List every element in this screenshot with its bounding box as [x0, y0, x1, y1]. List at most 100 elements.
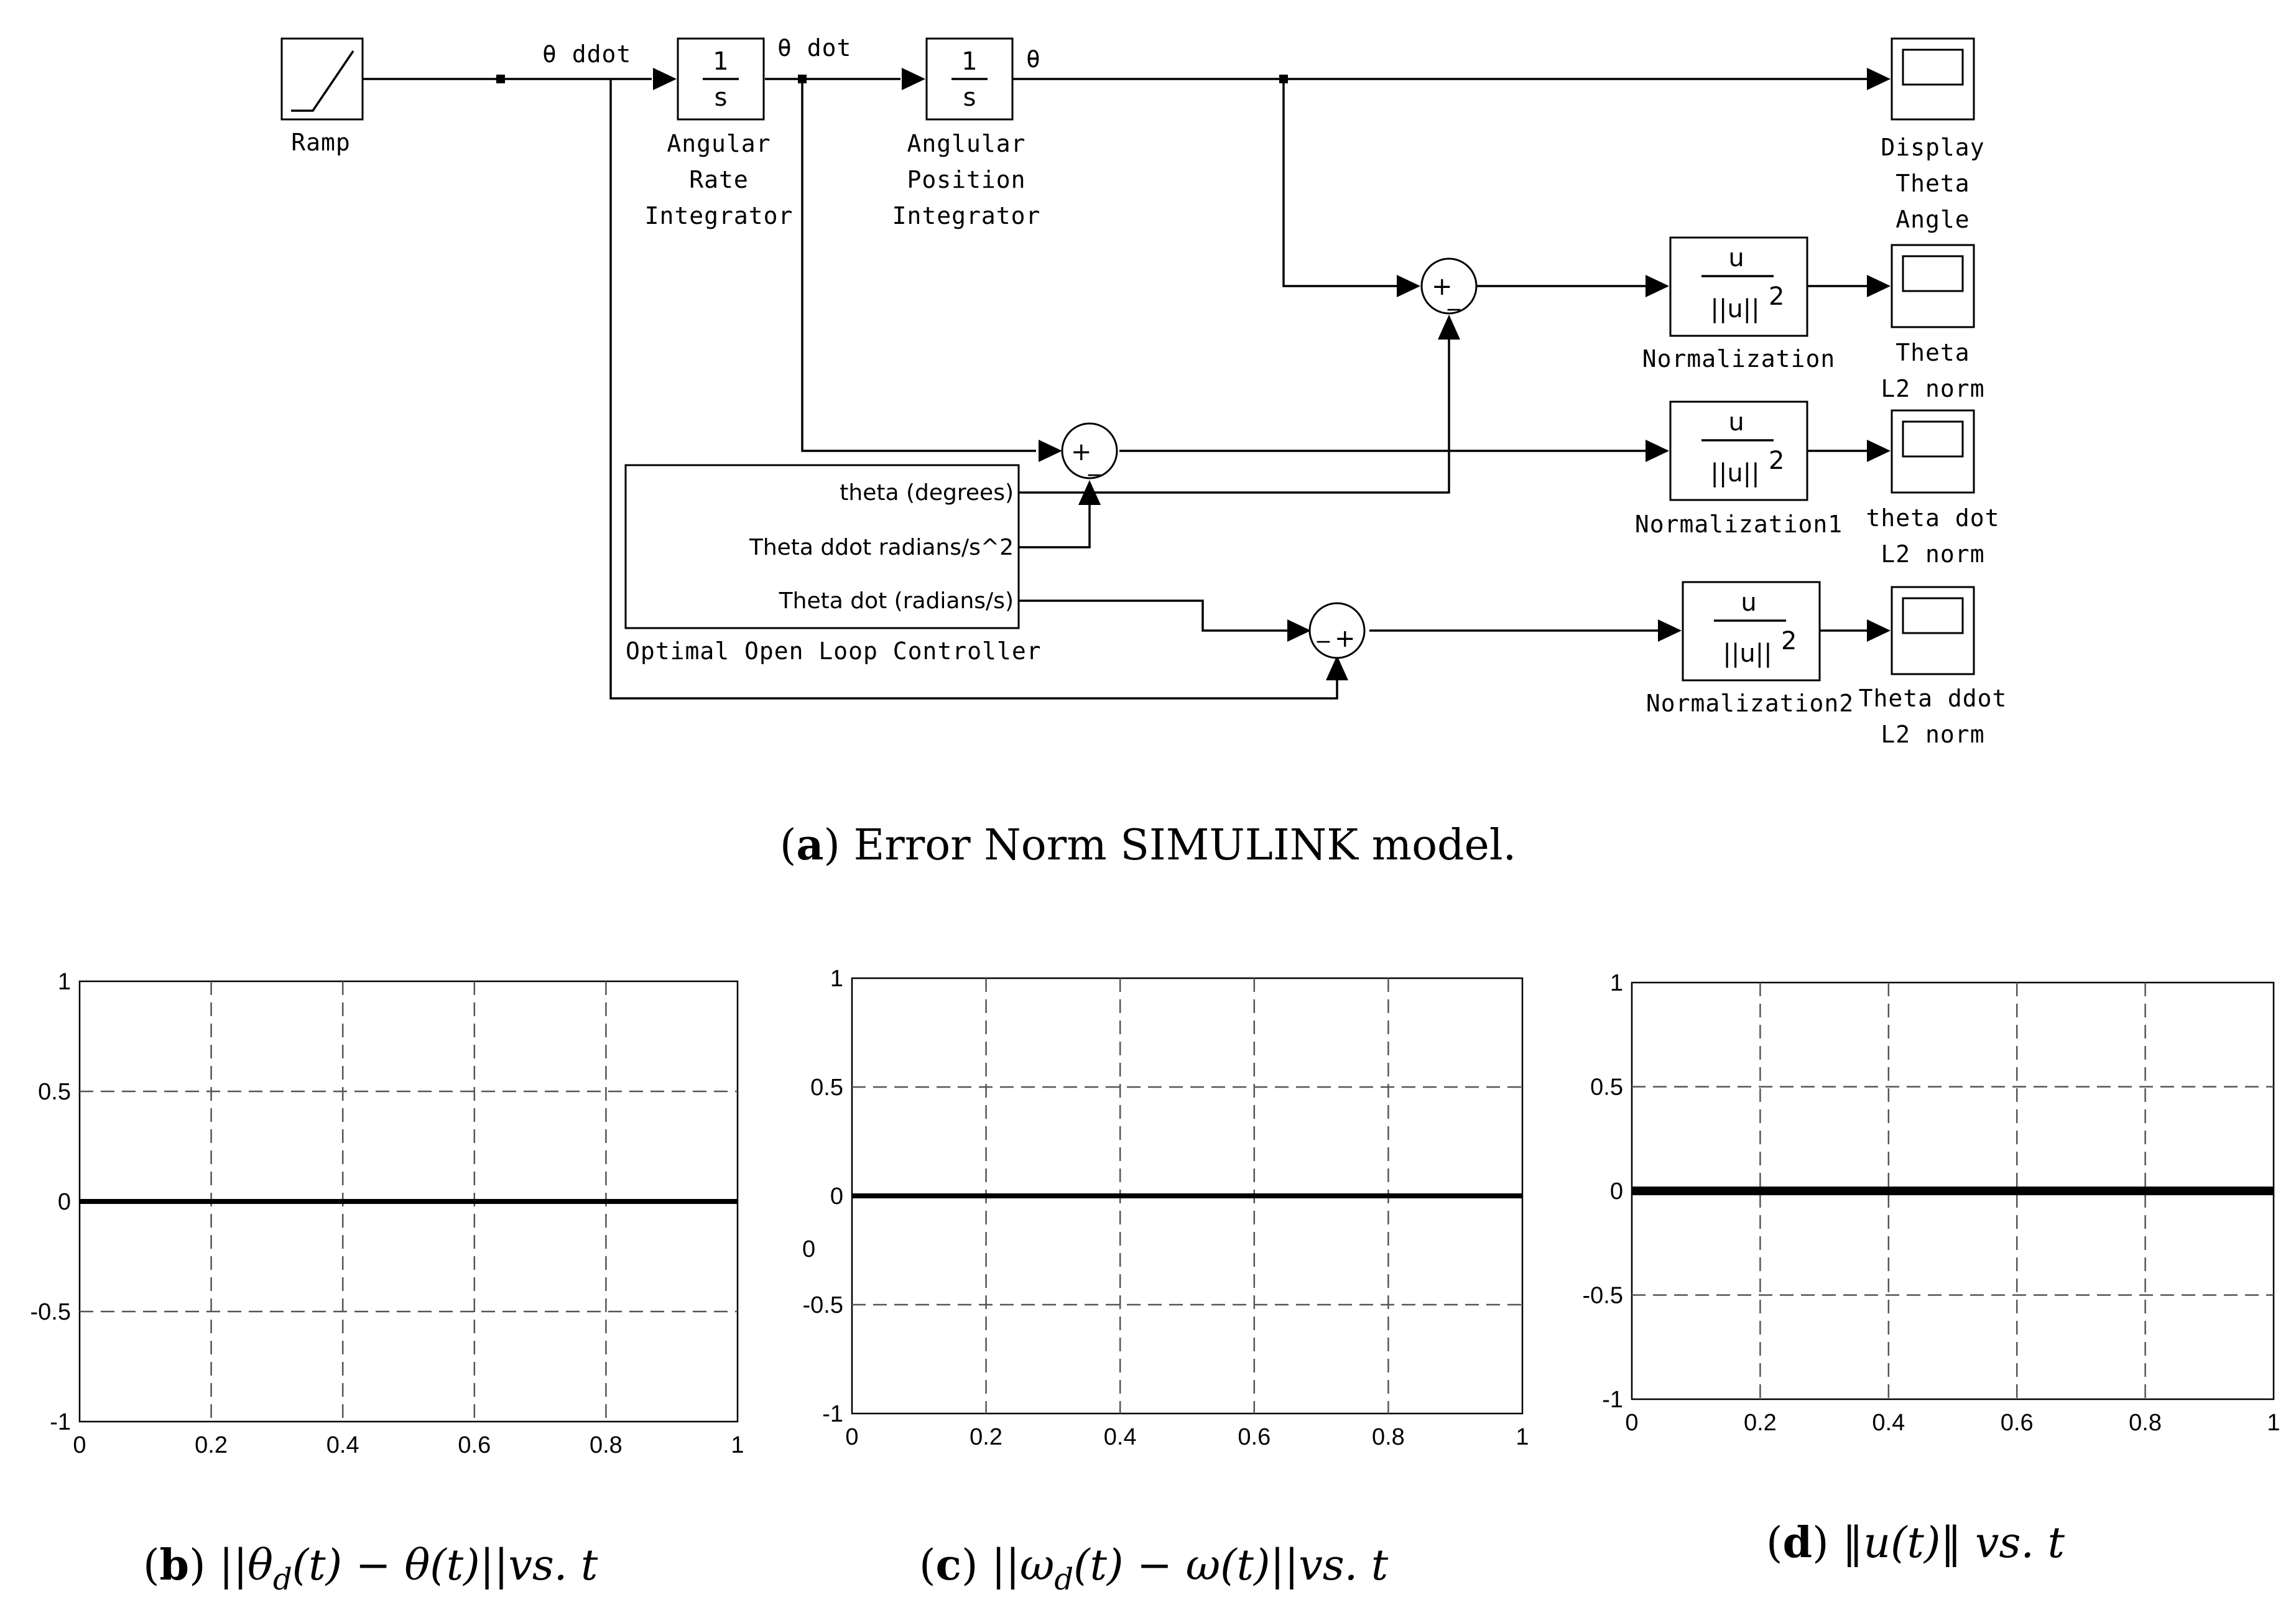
- x-tick-label: 1: [731, 1432, 744, 1458]
- x-tick-label: 0: [1625, 1410, 1638, 1436]
- position-integrator-label-3: Integrator: [892, 202, 1041, 229]
- caption-b-expr-2: (t) − θ(t)||vs. t: [292, 1541, 598, 1590]
- rate-integrator-label-3: Integrator: [645, 202, 794, 229]
- controller-port-theta-ddot: Theta ddot radians/s^2: [749, 535, 1014, 560]
- norm-denominator: ||u||: [1723, 639, 1772, 668]
- theta-l2-label-1: Theta: [1896, 339, 1970, 366]
- controller-label: Optimal Open Loop Controller: [626, 637, 1042, 665]
- norm-numerator: u: [1728, 244, 1744, 272]
- x-tick-label: 0.4: [1104, 1424, 1137, 1450]
- y-tick-label: -1: [822, 1401, 843, 1427]
- position-integrator-label-2: Position: [907, 166, 1025, 193]
- x-tick-label: 0.8: [1372, 1424, 1405, 1450]
- integrator-denominator: s: [715, 83, 728, 112]
- y-tick-label: 0: [58, 1189, 71, 1215]
- x-tick-label: 1: [2267, 1410, 2280, 1436]
- sum2-sign-2: _: [1088, 448, 1101, 476]
- sum3-sign-2: +: [1335, 624, 1356, 653]
- rate-integrator-label-2: Rate: [689, 166, 749, 193]
- caption-b: (b) ||θd(t) − θ(t)||vs. t: [143, 1540, 598, 1597]
- y-tick-label: -1: [50, 1409, 71, 1435]
- y-tick-label: 0.5: [810, 1075, 843, 1101]
- y-tick-label: -1: [1602, 1387, 1623, 1413]
- y-tick-label: 0.5: [38, 1079, 71, 1105]
- y-tick-label: -0.5: [803, 1292, 843, 1318]
- x-tick-label: 1: [1516, 1424, 1529, 1450]
- sum1-sign-1: +: [1432, 272, 1453, 301]
- x-tick-label: 0: [73, 1432, 86, 1458]
- y-tick-label: 1: [830, 966, 843, 992]
- caption-c-letter: c: [936, 1540, 961, 1590]
- y-tick-label: 0.5: [1590, 1075, 1623, 1101]
- caption-c: (c) ||ωd(t) − ω(t)||vs. t: [919, 1540, 1389, 1597]
- normalization2-label: Normalization2: [1646, 690, 1854, 717]
- norm-numerator: u: [1728, 408, 1744, 437]
- caption-b-expr-sub: d: [273, 1562, 292, 1597]
- caption-b-expr-1: ||θ: [219, 1541, 273, 1590]
- sum-block-3: _ +: [1308, 602, 1366, 659]
- integrator-numerator: 1: [961, 47, 977, 76]
- theta-ddot-l2-label-1: Theta ddot: [1859, 685, 2007, 712]
- caption-c-expr-sub: d: [1054, 1562, 1073, 1597]
- position-integrator-label-1: Anglular: [907, 130, 1025, 157]
- controller-subsystem: theta (degrees) Theta ddot radians/s^2 T…: [624, 464, 1042, 665]
- theta-dot-l2-label-1: theta dot: [1866, 504, 2000, 532]
- scope-icon: [1902, 49, 1964, 86]
- sum1-sign-2: _: [1447, 282, 1461, 311]
- y-tick-label: -0.5: [30, 1299, 71, 1325]
- position-integrator-block: 1 s Anglular Position Integrator: [892, 37, 1041, 229]
- caption-b-letter: b: [160, 1540, 190, 1590]
- norm-denominator: ||u||: [1710, 295, 1759, 323]
- x-tick-label: 0.2: [1744, 1410, 1777, 1436]
- y-tick-label: 1: [1610, 970, 1623, 996]
- rate-integrator-label-1: Angular: [667, 130, 771, 157]
- y-tick-label: 1: [58, 969, 71, 995]
- normalization2-block: u ||u|| 2 Normalization2: [1646, 581, 1854, 717]
- norm-numerator: u: [1741, 588, 1756, 617]
- caption-d: (d) ‖u(t)‖ vs. t: [1766, 1518, 2065, 1568]
- y-tick-label: 0: [830, 1183, 843, 1210]
- display-theta-label-2: Theta: [1896, 170, 1970, 197]
- caption-d-letter: d: [1783, 1518, 1813, 1568]
- caption-d-expr: ‖u(t)‖ vs. t: [1842, 1519, 2065, 1568]
- x-tick-label: 0.6: [2001, 1410, 2034, 1436]
- norm-exponent: 2: [1769, 282, 1784, 311]
- normalization-block: u ||u|| 2 Normalization: [1642, 236, 1835, 373]
- theta-l2-scope: Theta L2 norm: [1881, 244, 1984, 402]
- x-tick-label: 0.6: [458, 1432, 491, 1458]
- ramp-icon: [291, 50, 354, 112]
- caption-a: (a) Error Norm SIMULINK model.: [780, 820, 1516, 870]
- scope-icon: [1902, 255, 1964, 292]
- display-theta-label-3: Angle: [1896, 206, 1970, 233]
- signal-arrows: [653, 68, 1891, 680]
- signal-label-theta-ddot: θ ddot: [542, 40, 631, 68]
- y-tick-label: -0.5: [1583, 1283, 1623, 1309]
- controller-port-theta-dot: Theta dot (radians/s): [779, 588, 1014, 614]
- integrator-numerator: 1: [713, 47, 728, 76]
- branch-points: [496, 75, 1288, 83]
- signal-label-theta: θ: [1026, 45, 1041, 73]
- caption-a-text: Error Norm SIMULINK model.: [854, 821, 1517, 870]
- theta-dot-l2-scope: theta dot L2 norm: [1866, 409, 2000, 568]
- norm-exponent: 2: [1769, 447, 1784, 475]
- controller-port-theta: theta (degrees): [840, 480, 1014, 506]
- display-theta-scope: Display Theta Angle: [1881, 37, 1984, 233]
- theta-ddot-l2-scope: Theta ddot L2 norm: [1859, 586, 2007, 748]
- y-tick-label: 0: [1610, 1178, 1623, 1205]
- theta-dot-l2-label-2: L2 norm: [1881, 540, 1984, 568]
- sum-block-1: + _: [1420, 257, 1478, 315]
- y-axis-label: 0: [802, 1236, 815, 1262]
- display-theta-label-1: Display: [1881, 134, 1984, 161]
- theta-ddot-l2-label-2: L2 norm: [1881, 721, 1984, 748]
- scope-icon: [1902, 597, 1964, 634]
- x-tick-label: 0.8: [2129, 1410, 2162, 1436]
- ramp-block: Ramp: [280, 37, 364, 156]
- caption-c-expr-1: ||ω: [991, 1541, 1054, 1590]
- caption-c-expr-2: (t) − ω(t)||vs. t: [1073, 1541, 1389, 1590]
- normalization1-label: Normalization1: [1635, 511, 1843, 538]
- norm-exponent: 2: [1781, 627, 1797, 655]
